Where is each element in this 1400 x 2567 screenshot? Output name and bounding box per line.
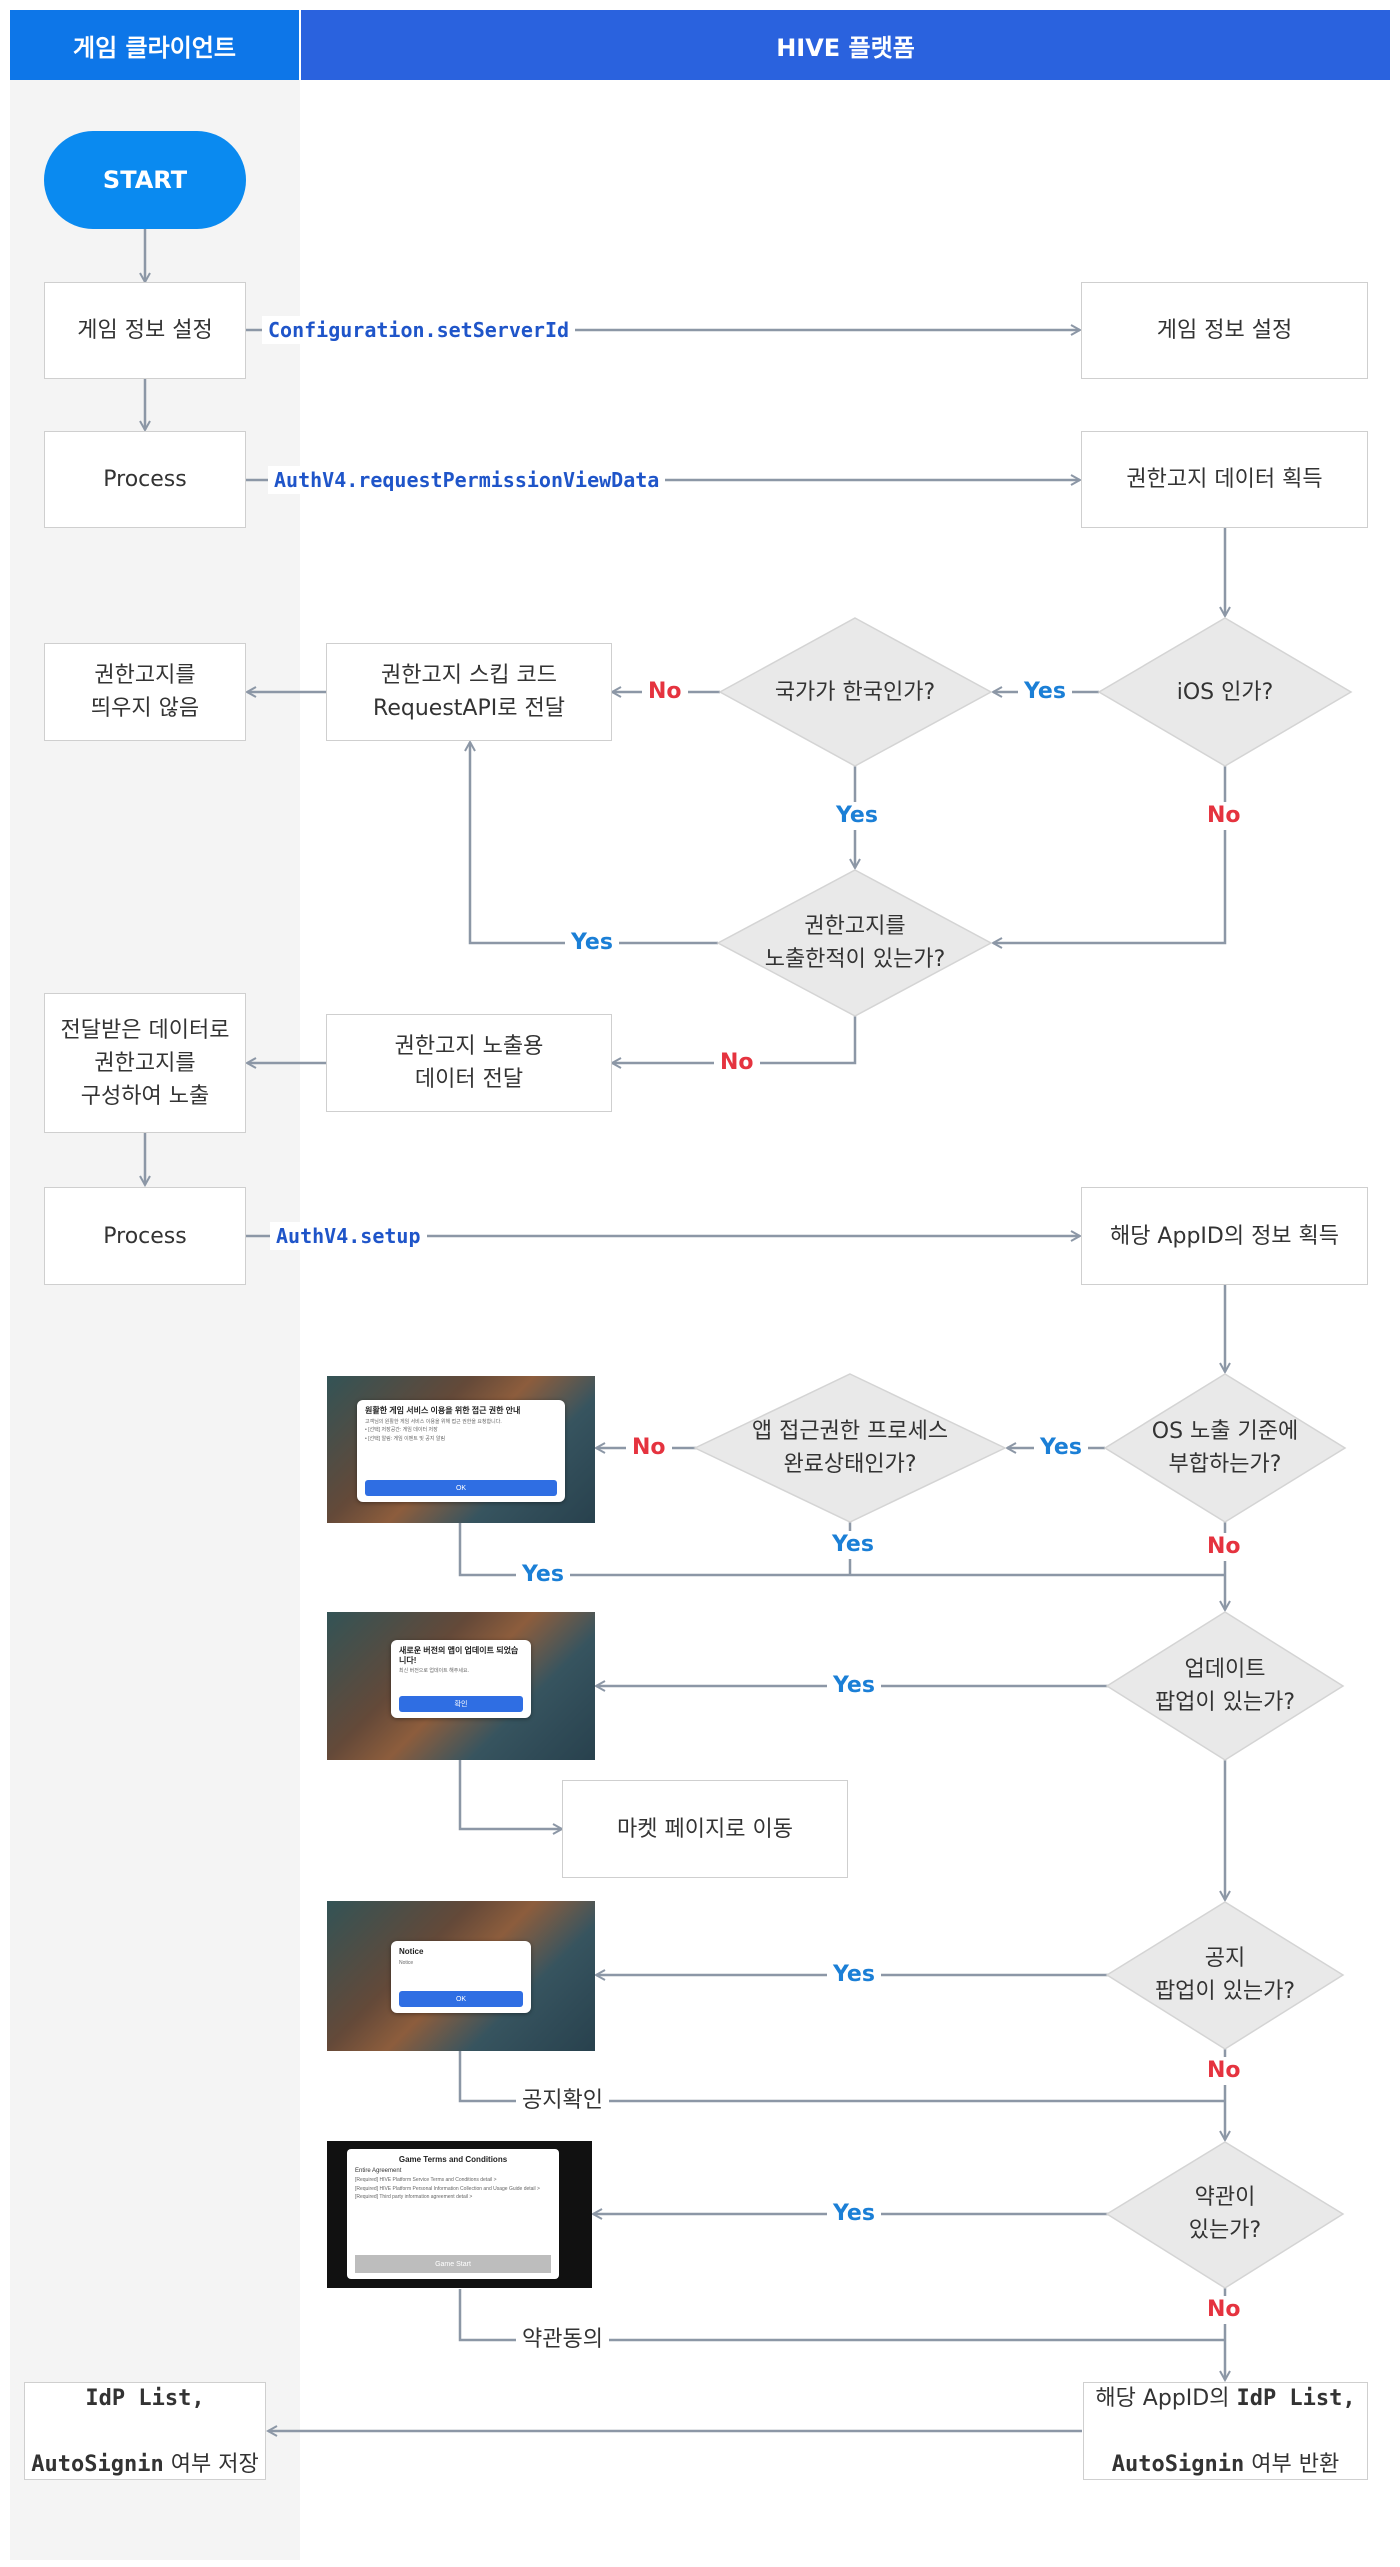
label-app-access-no: No	[626, 1434, 672, 1462]
decision-app-access	[693, 1373, 1007, 1523]
label-korea-no: No	[642, 678, 688, 706]
decision-update	[1105, 1611, 1345, 1761]
label-notice-no: No	[1201, 2057, 1247, 2085]
label-os-yes: Yes	[1034, 1434, 1088, 1462]
label-permission-shot-yes: Yes	[516, 1561, 570, 1589]
label-ios-yes: Yes	[1018, 678, 1072, 706]
terms-popup-game-start-button: Game Start	[355, 2255, 551, 2273]
label-terms-agree: 약관동의	[516, 2326, 609, 2354]
update-popup-line-1: 최신 버전으로 업데이트 해주세요.	[399, 1668, 469, 1675]
decision-ios	[1097, 617, 1353, 767]
label-exposed-no: No	[714, 1049, 760, 1077]
box-send-data: 권한고지 노출용 데이터 전달	[326, 1014, 612, 1112]
box-game-info-hive: 게임 정보 설정	[1081, 282, 1368, 379]
label-app-access-yes: Yes	[826, 1531, 880, 1559]
decision-app-access-label: 앱 접근권한 프로세스 완료상태인가?	[751, 1419, 949, 1477]
box-skip-code: 권한고지 스킵 코드 RequestAPI로 전달	[326, 643, 612, 741]
label-terms-no: No	[1201, 2296, 1247, 2324]
idp-save-idp-list: IdP List	[85, 2385, 192, 2411]
screenshot-terms-popup: Game Terms and Conditions Entire Agreeme…	[327, 2141, 592, 2288]
screenshot-permission-popup: 원활한 게임 서비스 이용을 위한 접근 권한 안내 고객님의 원활한 게임 서…	[327, 1376, 595, 1523]
decision-update-label: 업데이트 팝업이 있는가?	[1154, 1657, 1296, 1715]
idp-save-comma: ,	[191, 2385, 205, 2411]
terms-popup-line-1: [Required] HIVE Platform Service Terms a…	[355, 2177, 497, 2184]
decision-terms	[1105, 2141, 1345, 2289]
terms-popup-subtitle: Entire Agreement	[355, 2167, 402, 2174]
screenshot-notice-popup: Notice Notice OK	[327, 1901, 595, 2051]
idp-return-prefix: 해당 AppID의	[1095, 2385, 1237, 2411]
label-notice-yes: Yes	[827, 1961, 881, 1989]
box-process-2: Process	[44, 1187, 246, 1285]
label-ios-no: No	[1201, 802, 1247, 830]
box-idp-return: 해당 AppID의 IdP List, AutoSignin 여부 반환	[1083, 2382, 1368, 2480]
decision-notice	[1105, 1901, 1345, 2050]
label-korea-yes: Yes	[830, 802, 884, 830]
decision-exposed-label: 권한고지를 노출한적이 있는가?	[764, 914, 946, 972]
idp-return-suffix: 여부 반환	[1244, 2451, 1340, 2477]
update-popup-dialog: 새로운 버전의 앱이 업데이트 되었습니다! 최신 버전으로 업데이트 해주세요…	[391, 1640, 531, 1718]
label-exposed-yes: Yes	[565, 929, 619, 957]
terms-popup-title: Game Terms and Conditions	[398, 2155, 508, 2164]
permission-popup-line-1: 고객님의 원활한 게임 서비스 이용을 위해 접근 권한을 요청합니다.	[365, 1418, 502, 1425]
decision-os-criteria-label: OS 노출 기준에 부합하는가?	[1151, 1419, 1299, 1477]
permission-popup-ok-button: OK	[365, 1480, 557, 1496]
label-update-yes: Yes	[827, 1672, 881, 1700]
permission-popup-line-3: • [선택] 알림: 게임 이벤트 및 공지 알림	[365, 1435, 446, 1442]
idp-return-idp-list: IdP List	[1236, 2385, 1343, 2411]
decision-korea	[718, 617, 993, 767]
permission-popup-dialog: 원활한 게임 서비스 이용을 위한 접근 권한 안내 고객님의 원활한 게임 서…	[357, 1400, 565, 1502]
permission-popup-title: 원활한 게임 서비스 이용을 위한 접근 권한 안내	[365, 1406, 521, 1415]
box-appid-info: 해당 AppID의 정보 획득	[1081, 1187, 1368, 1285]
box-compose-permission: 전달받은 데이터로 권한고지를 구성하여 노출	[44, 993, 246, 1133]
client-lane-header: 게임 클라이언트	[10, 10, 299, 80]
terms-popup-dialog: Game Terms and Conditions Entire Agreeme…	[347, 2149, 559, 2279]
api-request-permission-view-data: AuthV4.requestPermissionViewData	[268, 466, 666, 494]
terms-popup-line-3: [Required] Third party information agree…	[355, 2194, 473, 2201]
idp-return-autosignin: AutoSignin	[1111, 2451, 1245, 2477]
notice-popup-title: Notice	[399, 1947, 424, 1956]
label-os-no: No	[1201, 1533, 1247, 1561]
decision-exposed	[716, 869, 993, 1017]
notice-popup-dialog: Notice Notice OK	[391, 1941, 531, 2013]
label-notice-confirm: 공지확인	[516, 2087, 609, 2115]
hive-lane-header: HIVE 플랫폼	[301, 10, 1390, 80]
update-popup-confirm-button: 확인	[399, 1696, 523, 1712]
notice-popup-ok-button: OK	[399, 1991, 523, 2007]
label-terms-yes: Yes	[827, 2200, 881, 2228]
idp-save-autosignin: AutoSignin	[31, 2451, 164, 2477]
decision-ios-label: iOS 인가?	[1176, 679, 1274, 705]
terms-popup-line-2: [Required] HIVE Platform Personal Inform…	[355, 2185, 540, 2192]
decision-korea-label: 국가가 한국인가?	[774, 679, 936, 705]
start-terminal: START	[44, 131, 246, 229]
permission-popup-line-2: • [선택] 저장공간: 게임 데이터 저장	[365, 1427, 438, 1434]
decision-terms-label: 약관이 있는가?	[1188, 2185, 1262, 2243]
update-popup-title: 새로운 버전의 앱이 업데이트 되었습니다!	[399, 1646, 519, 1665]
screenshot-update-popup: 새로운 버전의 앱이 업데이트 되었습니다! 최신 버전으로 업데이트 해주세요…	[327, 1612, 595, 1760]
decision-notice-label: 공지 팝업이 있는가?	[1154, 1946, 1296, 2004]
api-authv4-setup: AuthV4.setup	[270, 1222, 427, 1250]
idp-return-comma: ,	[1342, 2385, 1356, 2411]
box-permission-data: 권한고지 데이터 획득	[1081, 431, 1368, 528]
notice-popup-line-1: Notice	[399, 1959, 414, 1966]
api-set-server-id: Configuration.setServerId	[262, 316, 576, 344]
box-idp-save: IdP List, AutoSignin 여부 저장	[24, 2382, 266, 2480]
idp-save-suffix: 여부 저장	[163, 2451, 259, 2477]
box-game-info-client: 게임 정보 설정	[44, 282, 246, 379]
box-process-1: Process	[44, 431, 246, 528]
box-market-page: 마켓 페이지로 이동	[562, 1780, 848, 1878]
decision-os-criteria	[1103, 1373, 1347, 1523]
box-no-show-permission: 권한고지를 띄우지 않음	[44, 643, 246, 741]
